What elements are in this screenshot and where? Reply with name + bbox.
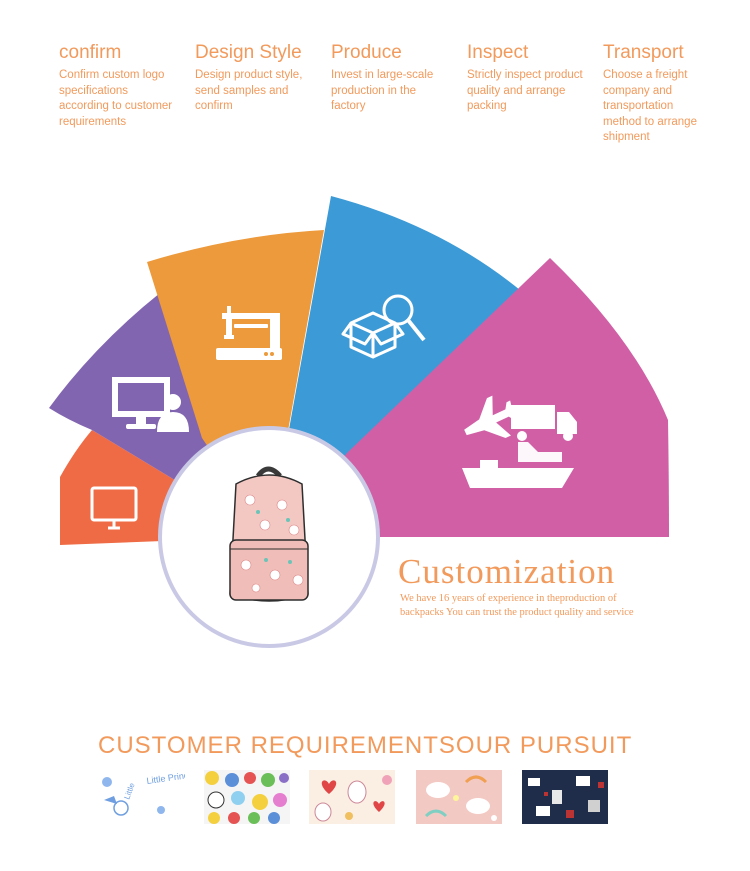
step-title: Produce [331,42,402,63]
backpack-image [229,466,309,602]
swatch-hearts-bunnies [309,770,395,824]
step-desc: Invest in large-scale production in the … [331,69,434,112]
step-desc: Design product style, send samples and c… [195,69,303,112]
swatch-cartoon-animals [204,770,290,824]
sewing-machine-icon [216,306,282,360]
svg-text:Little: Little [122,781,136,800]
computer-user-icon [112,377,189,432]
step-produce: Produce Invest in large-scale production… [331,42,459,115]
step-desc: Confirm custom logo specifications accor… [59,69,173,128]
step-design-style: Design Style Design product style, send … [195,42,323,115]
monitor-icon [90,486,138,530]
customization-desc: We have 16 years of experience in thepro… [400,593,634,618]
bottom-title: CUSTOMER REQUIREMENTSOUR PURSUIT [98,732,633,759]
plane-truck-ship-icon [462,395,577,488]
step-title: Transport [603,42,684,63]
swatch-little-princess: Little Princess Little [99,770,185,824]
box-magnifier-icon [341,294,426,359]
step-title: Design Style [195,42,302,63]
swatch-unicorn-pink [416,770,502,824]
step-transport: Transport Choose a freight company and t… [603,42,731,146]
step-title: Inspect [467,42,529,63]
swatch-text: Little Princess [146,770,185,786]
step-desc: Choose a freight company and transportat… [603,69,697,143]
segment-transport [269,258,669,537]
step-title: confirm [59,42,122,63]
step-inspect: Inspect Strictly inspect product quality… [467,42,595,115]
step-desc: Strictly inspect product quality and arr… [467,69,583,112]
customization-title: Customization [398,552,616,591]
swatch-navy-print [522,770,608,824]
step-confirm: confirm Confirm custom logo specificatio… [59,42,187,130]
